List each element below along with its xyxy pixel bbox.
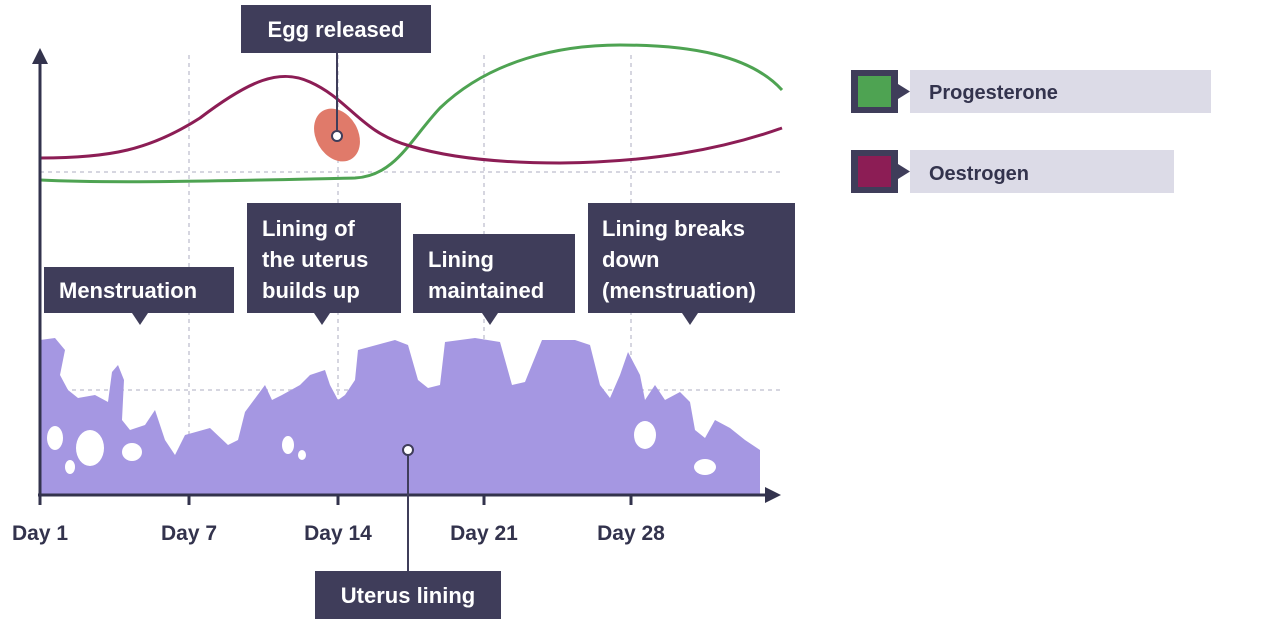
y-axis-arrow-icon <box>32 48 48 64</box>
uterus-lining-area <box>40 338 760 495</box>
legend-label-oestrogen: Oestrogen <box>929 163 1029 185</box>
callout-lining-builds-line-1: Lining of <box>262 216 356 241</box>
callout-pointer-icon <box>682 313 698 325</box>
lining-hole <box>282 436 294 454</box>
y-axis <box>32 48 48 495</box>
lining-hole <box>76 430 104 466</box>
callout-lining-breaks-line-1: Lining breaks <box>602 216 745 241</box>
x-tick-day-1: Day 1 <box>12 522 68 545</box>
lining-hole <box>122 443 142 461</box>
callout-pointer-icon <box>314 313 330 325</box>
callout-egg-released: Egg released <box>241 5 431 130</box>
callout-lining-maintained-line-2: maintained <box>428 278 544 303</box>
triangle-pointer-icon <box>898 164 910 179</box>
x-tick-day-7: Day 7 <box>161 522 217 545</box>
legend-item-oestrogen: Oestrogen <box>851 150 1174 193</box>
callout-lining-breaks: Lining breaks down (menstruation) <box>588 203 795 325</box>
callout-lining-builds: Lining of the uterus builds up <box>247 203 401 325</box>
callout-uterus-lining-line-1: Uterus lining <box>341 583 475 608</box>
legend: Progesterone Oestrogen <box>851 70 1211 193</box>
callout-menstruation-line-1: Menstruation <box>59 278 197 303</box>
legend-label-progesterone: Progesterone <box>929 82 1058 104</box>
callout-pointer-icon <box>132 313 148 325</box>
lining-hole <box>65 460 75 474</box>
lining-hole <box>47 426 63 450</box>
lining-hole <box>694 459 716 475</box>
x-tick-day-21: Day 21 <box>450 522 518 545</box>
callout-lining-maintained: Lining maintained <box>413 234 575 325</box>
callout-uterus-lining: Uterus lining <box>315 444 501 619</box>
callout-lining-breaks-line-2: down <box>602 247 659 272</box>
x-tick-day-28: Day 28 <box>597 522 665 545</box>
callout-lining-breaks-line-3: (menstruation) <box>602 278 756 303</box>
egg-icon <box>314 108 360 162</box>
progesterone-curve <box>39 43 784 184</box>
callout-lining-maintained-line-1: Lining <box>428 247 494 272</box>
triangle-pointer-icon <box>898 84 910 99</box>
legend-item-progesterone: Progesterone <box>851 70 1211 113</box>
x-axis-arrow-icon <box>765 487 781 503</box>
callout-pointer-icon <box>482 313 498 325</box>
callout-menstruation: Menstruation <box>44 267 234 325</box>
lining-hole <box>634 421 656 449</box>
callout-lining-builds-line-2: the uterus <box>262 247 368 272</box>
lining-holes <box>47 421 716 475</box>
lining-hole <box>298 450 306 460</box>
x-axis <box>38 487 781 505</box>
lining-marker-icon <box>402 444 414 456</box>
x-tick-day-14: Day 14 <box>304 522 372 545</box>
callout-egg-released-line-1: Egg released <box>268 17 405 42</box>
oestrogen-curve <box>39 74 783 165</box>
callout-lining-builds-line-3: builds up <box>262 278 360 303</box>
